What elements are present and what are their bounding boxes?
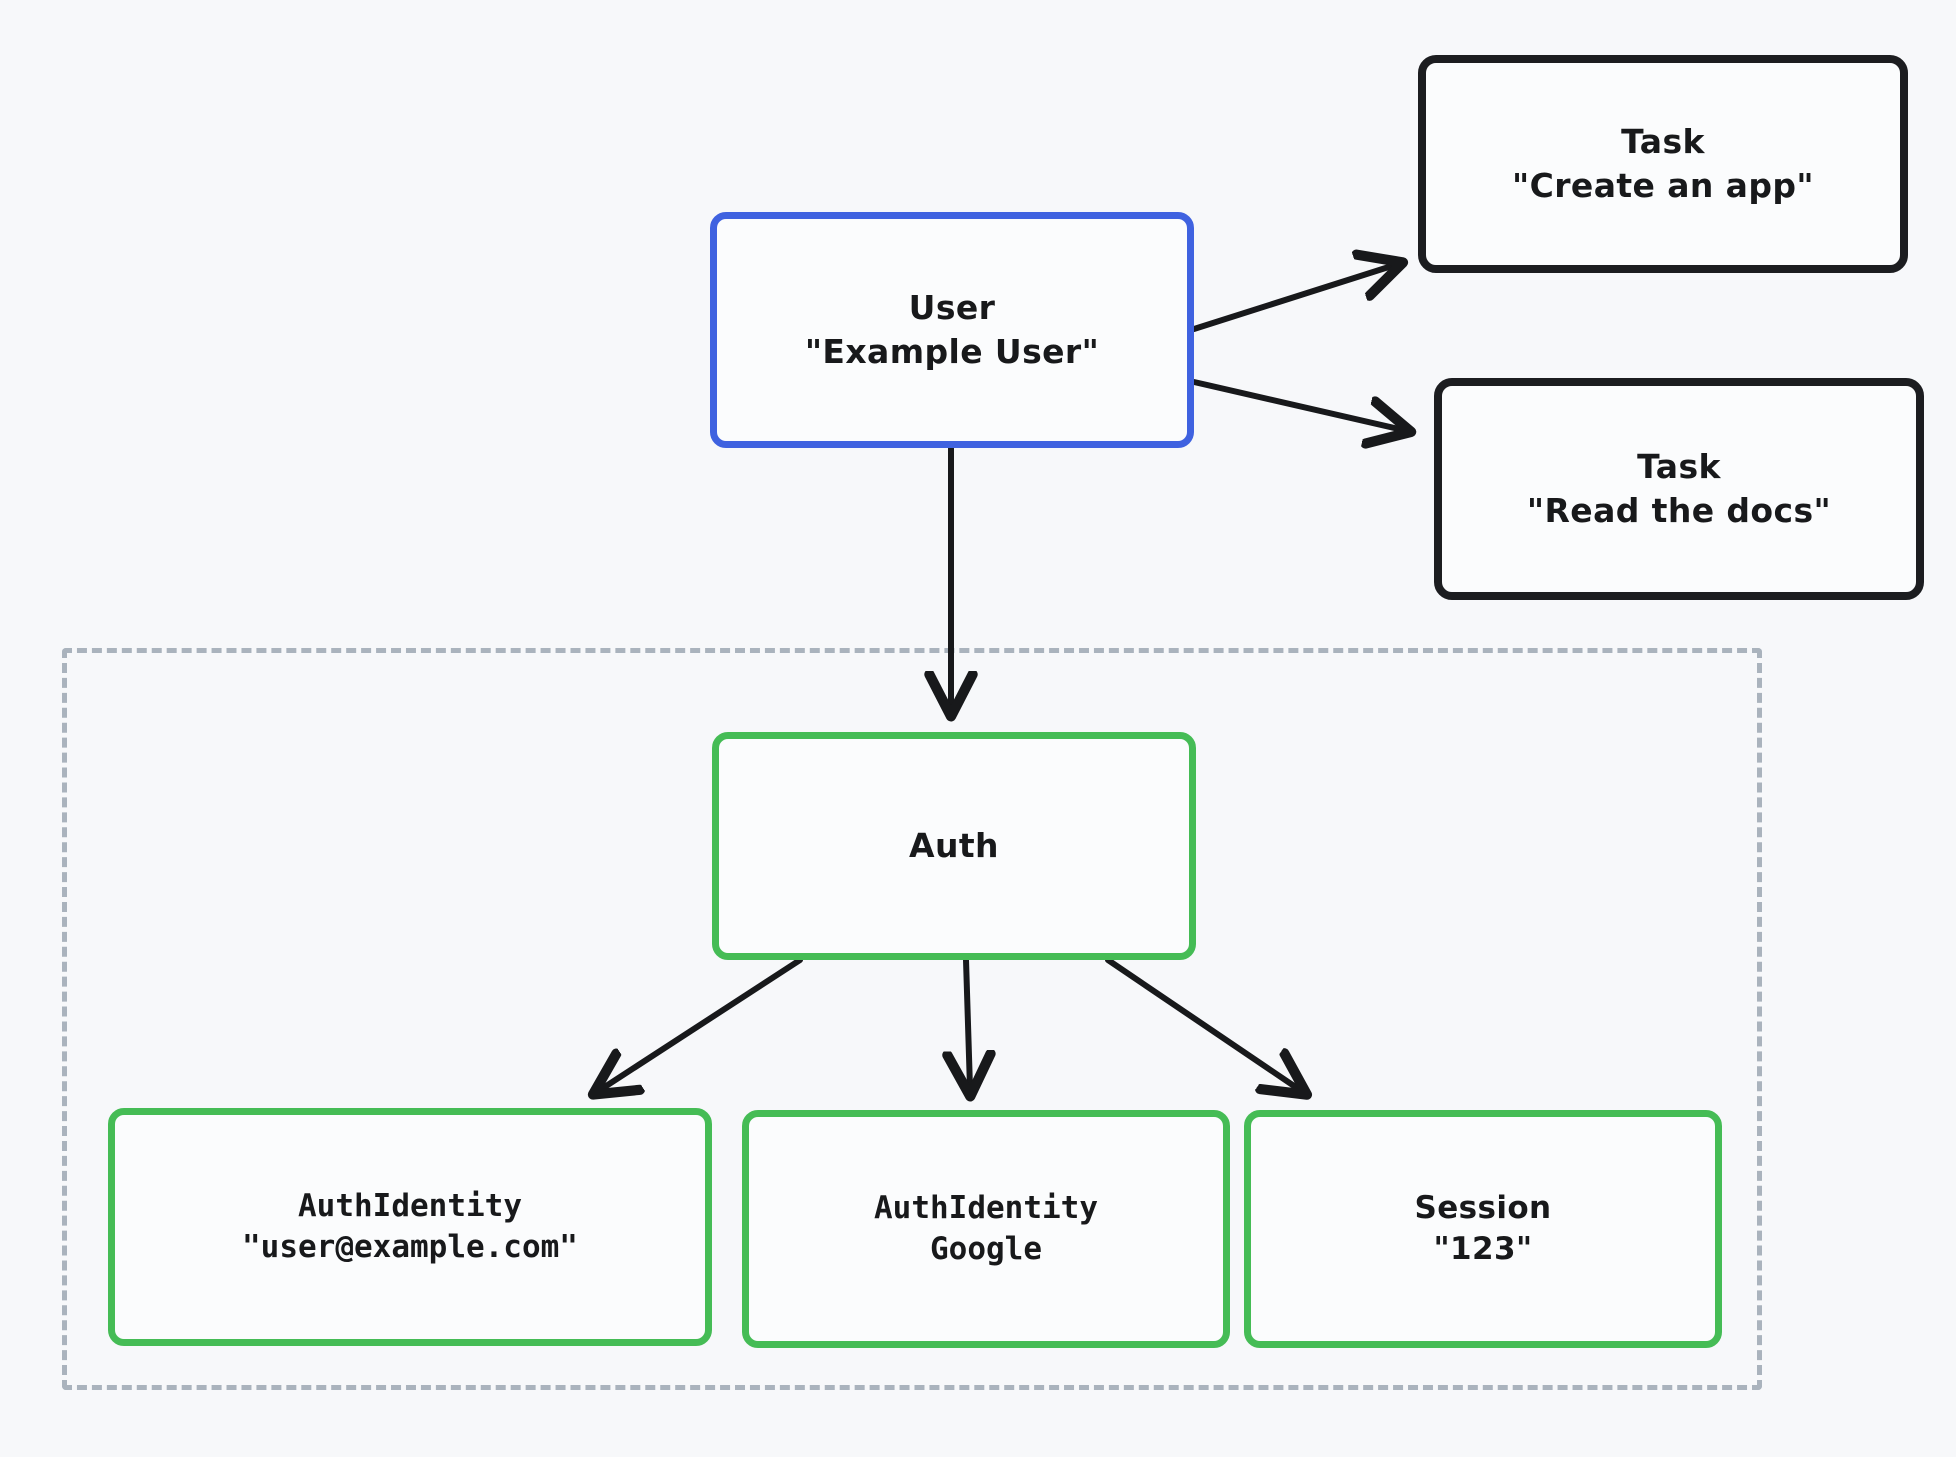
user-node-kind: User <box>908 288 996 328</box>
edge-auth-to-auth-identity-google <box>966 957 970 1088</box>
task-create-app-label: "Create an app" <box>1512 166 1814 205</box>
task-read-docs-label: "Read the docs" <box>1526 491 1832 530</box>
auth-identity-email-node[interactable]: AuthIdentity "user@example.com" <box>108 1108 712 1346</box>
auth-identity-email-label: "user@example.com" <box>242 1229 578 1265</box>
user-node-label: "Example User" <box>804 332 1100 371</box>
auth-identity-google-node[interactable]: AuthIdentity Google <box>742 1110 1230 1348</box>
auth-identity-email-kind: AuthIdentity <box>298 1188 522 1225</box>
auth-node[interactable]: Auth <box>712 732 1196 960</box>
edge-user-to-task-read-docs <box>1191 379 1403 430</box>
edge-auth-to-auth-identity-email <box>600 957 803 1090</box>
task-read-docs-node[interactable]: Task "Read the docs" <box>1434 378 1924 600</box>
edge-user-to-task-create-app <box>1191 265 1395 332</box>
session-node-label: "123" <box>1433 1231 1533 1267</box>
task-create-app-node[interactable]: Task "Create an app" <box>1418 55 1908 273</box>
auth-node-kind: Auth <box>909 826 999 866</box>
auth-identity-google-kind: AuthIdentity <box>874 1190 1098 1227</box>
task-create-app-kind: Task <box>1621 122 1705 162</box>
session-node-kind: Session <box>1414 1190 1552 1227</box>
session-node[interactable]: Session "123" <box>1244 1110 1722 1348</box>
task-read-docs-kind: Task <box>1637 447 1721 487</box>
user-node[interactable]: User "Example User" <box>710 212 1194 448</box>
edge-auth-to-session <box>1105 957 1300 1090</box>
auth-subsystem-group <box>62 648 1762 1390</box>
auth-identity-google-label: Google <box>930 1231 1042 1267</box>
